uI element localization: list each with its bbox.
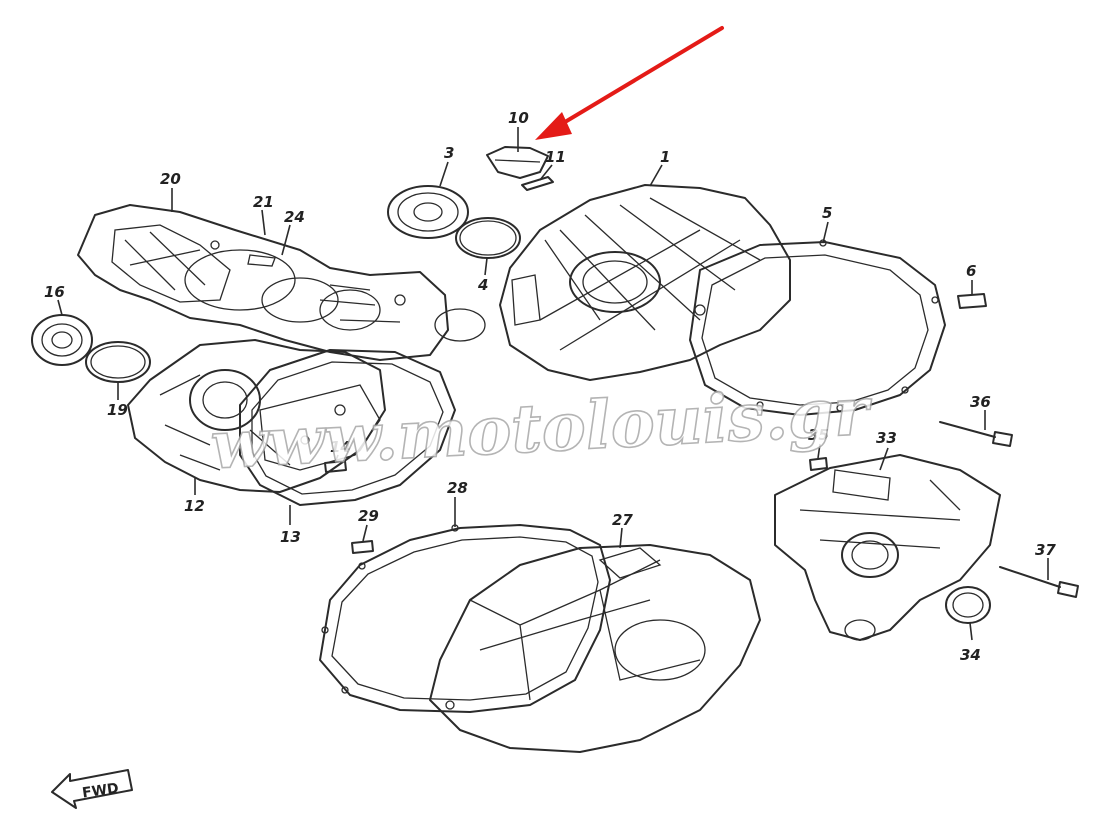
part-19-o-ring: [85, 341, 151, 383]
callout-20: 20: [160, 170, 181, 188]
callout-33: 33: [876, 429, 897, 447]
callout-37: 37: [1035, 541, 1056, 559]
part-10-plate: [486, 146, 549, 179]
part-4-circlip: [455, 217, 521, 259]
callout-13: 13: [280, 528, 301, 546]
callout-36: 36: [970, 393, 991, 411]
callout-12: 12: [184, 497, 205, 515]
callout-4: 4: [477, 276, 488, 294]
callout-27: 27: [612, 511, 633, 529]
part-6-dowel: [957, 293, 987, 309]
fwd-direction-marker: FWD: [51, 769, 133, 809]
callout-labels: 1 3 4 5 6 10 11 12 13 14 16 19 20 21 24 …: [44, 109, 1056, 664]
part-34-cap: [945, 586, 991, 624]
callout-16: 16: [44, 283, 65, 301]
callout-29: 29: [358, 507, 379, 525]
part-20-crankcase-left: [77, 204, 486, 361]
callout-35: 35: [808, 426, 829, 444]
part-35-dowel: [809, 457, 828, 471]
leader-lines: [57, 127, 1049, 641]
part-28-gasket: [319, 524, 611, 713]
red-pointer-arrow: [535, 26, 724, 140]
part-12-crankcase-lower-left: [127, 339, 386, 493]
callout-10: 10: [508, 109, 529, 127]
callout-24: 24: [284, 208, 305, 226]
part-29-dowel: [351, 540, 374, 554]
callout-11: 11: [545, 148, 566, 166]
part-33-side-cover: [774, 454, 1001, 641]
callout-6: 6: [966, 262, 976, 280]
part-14-gasket: [239, 349, 456, 506]
callout-3: 3: [444, 144, 454, 162]
watermark-text: www.motolouis.gr: [209, 372, 875, 485]
part-11-dowel-pin: [521, 176, 554, 191]
part-37-bolt: [999, 566, 1079, 598]
fwd-label: FWD: [81, 780, 120, 801]
callout-21: 21: [253, 193, 274, 211]
part-1-crankcase-right: [499, 184, 791, 381]
callout-5: 5: [822, 204, 832, 222]
callout-14: 14: [330, 438, 351, 456]
part-36-bolt: [939, 421, 1013, 447]
part-16-oil-seal: [31, 314, 93, 366]
callout-1: 1: [660, 148, 670, 166]
callout-28: 28: [447, 479, 468, 497]
callout-19: 19: [107, 401, 128, 419]
part-27-clutch-cover: [429, 544, 761, 753]
part-3-bearing: [387, 185, 469, 239]
callout-34: 34: [960, 646, 981, 664]
part-5-gasket: [689, 239, 946, 416]
